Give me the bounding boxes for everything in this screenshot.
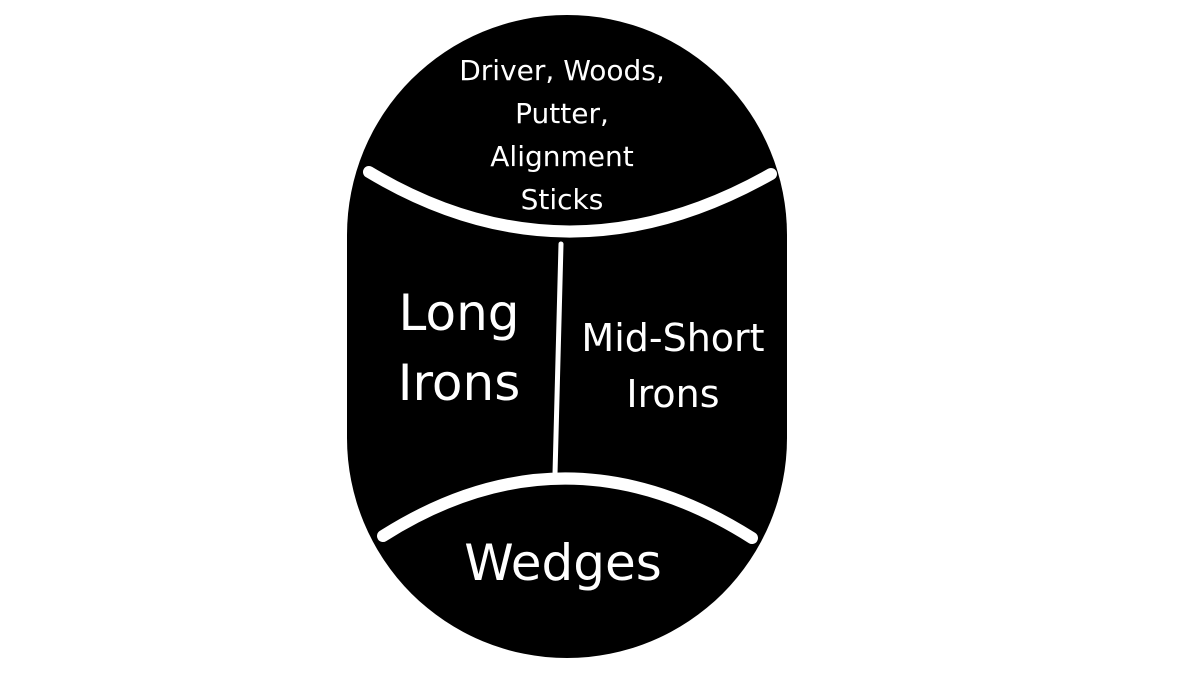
section-right-line-1: Mid-Short [581,316,764,360]
section-right-label: Mid-Short Irons [581,316,764,416]
section-left-label: Long Irons [398,284,521,412]
divider-bottom-curve [377,472,758,544]
section-top-label: Driver, Woods, Putter, Alignment Sticks [459,54,665,216]
section-top-line-3: Alignment [490,140,633,173]
section-right-line-2: Irons [626,372,719,416]
section-top-line-2: Putter, [515,97,609,130]
section-left-line-2: Irons [398,354,521,412]
section-bottom-label: Wedges [464,534,662,592]
divider-top-curve [363,166,777,238]
divider-center-line [552,241,564,477]
section-top-line-1: Driver, Woods, [459,54,665,87]
section-top-line-4: Sticks [521,183,604,216]
section-left-line-1: Long [399,284,520,342]
section-bottom-line-1: Wedges [464,534,662,592]
